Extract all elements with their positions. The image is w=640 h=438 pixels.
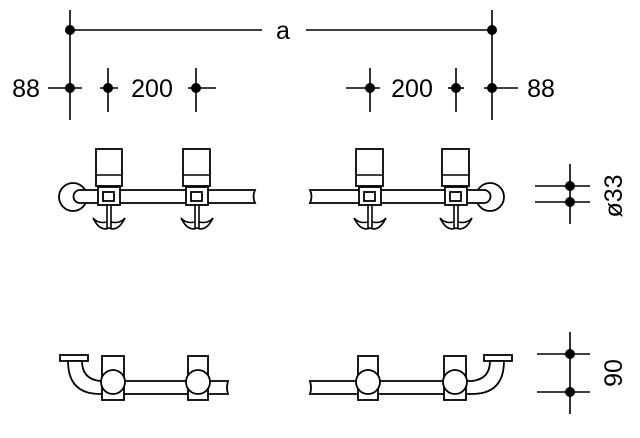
dimension-left-offsets: 88 200 bbox=[12, 68, 216, 112]
holder bbox=[180, 148, 214, 230]
dimension-right-offsets: 200 88 bbox=[346, 68, 555, 112]
dimension-projection: 90 bbox=[537, 332, 628, 414]
holder bbox=[92, 148, 126, 230]
dimension-200-left-label: 200 bbox=[131, 75, 173, 103]
top-view-left bbox=[59, 354, 230, 401]
dimension-90-label: 90 bbox=[600, 359, 628, 387]
dimension-a-label: a bbox=[276, 17, 290, 45]
dimension-diameter-label: ø33 bbox=[600, 174, 628, 217]
front-view-right bbox=[308, 148, 505, 230]
holder bbox=[353, 148, 387, 230]
dimension-200-right-label: 200 bbox=[391, 75, 433, 103]
dimension-overall: a bbox=[65, 10, 497, 120]
dimension-diameter: ø33 bbox=[535, 164, 628, 224]
dimension-88-left-label: 88 bbox=[12, 75, 40, 103]
holder bbox=[439, 148, 473, 230]
front-view-left bbox=[58, 148, 257, 230]
dimension-88-right-label: 88 bbox=[527, 75, 555, 103]
top-view-right bbox=[308, 354, 513, 401]
